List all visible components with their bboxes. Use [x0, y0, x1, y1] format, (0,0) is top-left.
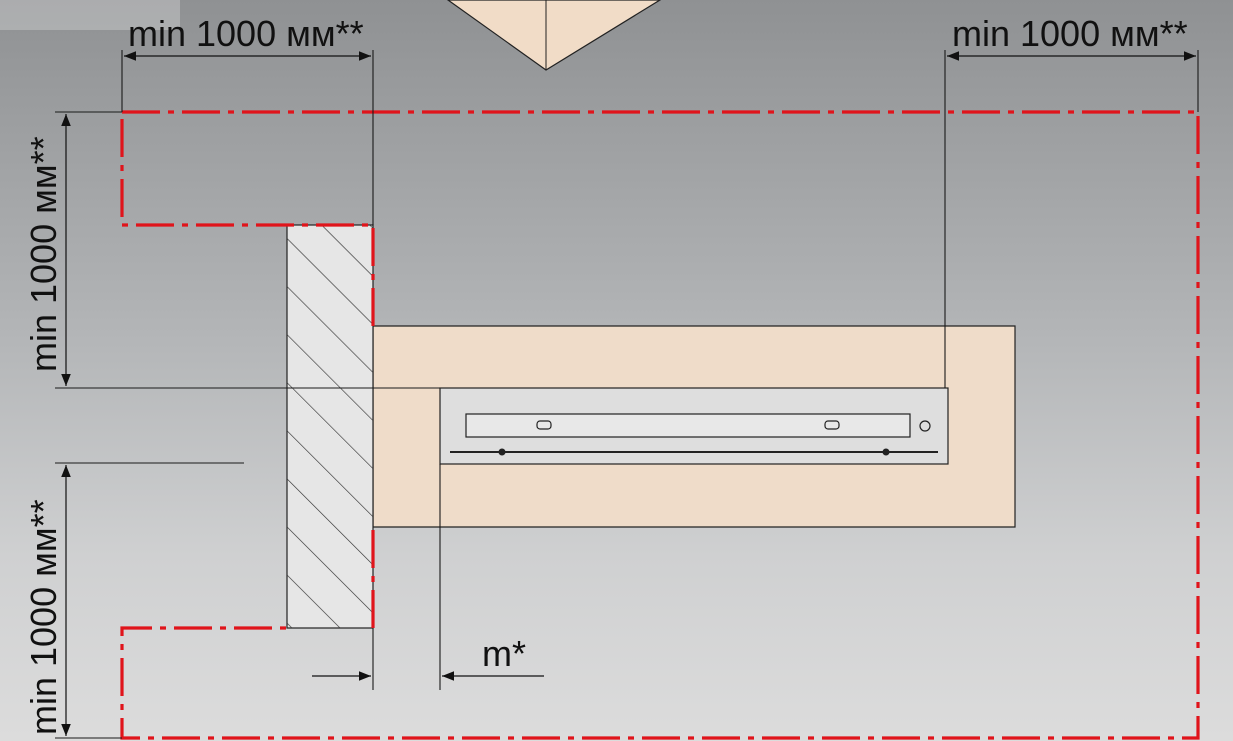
device-slot-right [824, 420, 840, 430]
label-left-upper: min 1000 мм** [23, 136, 64, 372]
device-slot-left [536, 420, 552, 430]
device-indicator [919, 420, 931, 432]
watermark [0, 0, 180, 30]
label-top-left: min 1000 мм** [128, 13, 364, 54]
label-left-lower: min 1000 мм** [23, 499, 64, 735]
clearance-boundary [120, 110, 1200, 740]
top-appliance-edge [446, 0, 662, 71]
wall-wood-overlap [374, 327, 439, 526]
device-screw-left [498, 448, 506, 456]
label-top-right: min 1000 мм** [952, 13, 1188, 54]
label-m-gap: m* [482, 633, 526, 674]
device-panel [465, 413, 911, 438]
wall-hatch [287, 225, 373, 628]
dimension-lines [55, 50, 1199, 739]
device-screw-right [882, 448, 890, 456]
